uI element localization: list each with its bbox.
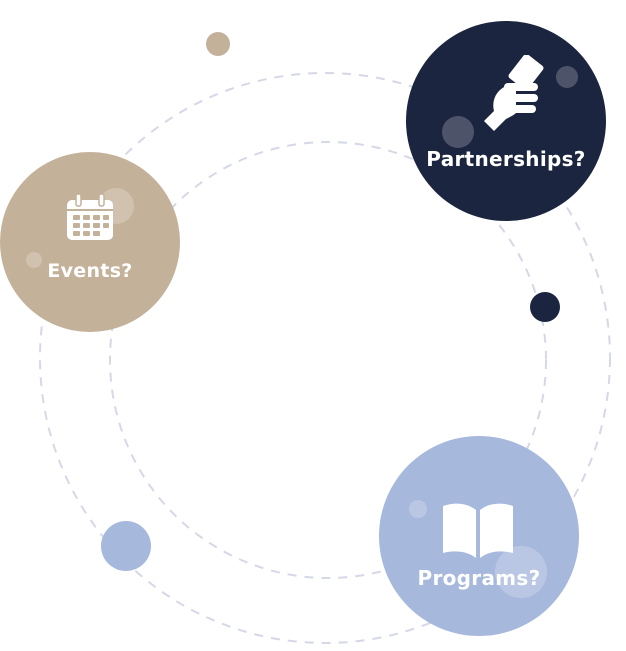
tan-orbit-dot: [206, 32, 230, 56]
partnerships-gloss-small: [556, 66, 578, 88]
events-bubble[interactable]: Events?: [0, 152, 180, 332]
programs-gloss-large: [495, 546, 547, 598]
programs-gloss-small: [409, 500, 427, 518]
events-label: Events?: [47, 260, 133, 282]
partnerships-label: Partnerships?: [426, 147, 586, 171]
open-book-icon: [443, 503, 513, 558]
partnerships-bubble[interactable]: Partnerships?: [406, 21, 606, 221]
handshake-icon: [484, 55, 544, 131]
calendar-icon: [67, 193, 113, 240]
programs-label: Programs?: [417, 566, 541, 590]
navy-orbit-dot: [530, 292, 560, 322]
inner-orbit-ring: [109, 141, 547, 579]
blue-orbit-dot: [101, 521, 151, 571]
programs-bubble[interactable]: Programs?: [379, 436, 579, 636]
partnerships-gloss-large: [442, 116, 474, 148]
events-gloss-small: [26, 252, 42, 268]
outer-orbit-ring: [39, 72, 611, 644]
